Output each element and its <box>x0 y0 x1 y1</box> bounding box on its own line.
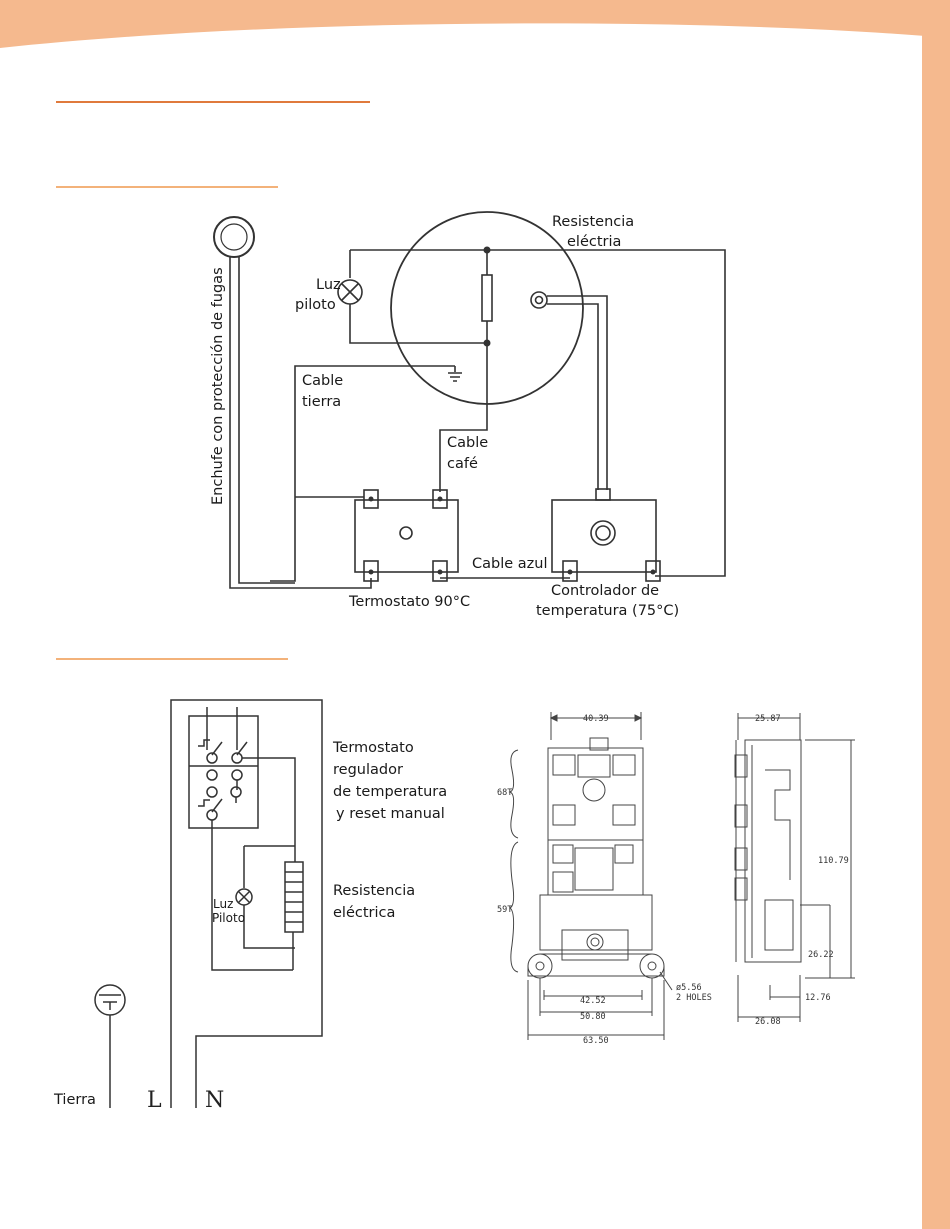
wiring-diagram-2: Termostato regulador de temperatura y re… <box>53 699 447 1113</box>
resistance-label-1: Resistencia <box>552 214 634 230</box>
pilot-light-label-1: Luz <box>316 277 341 293</box>
plug-label: Enchufe con protección de fugas <box>210 267 226 505</box>
plug-outlet-icon <box>213 216 255 258</box>
dim-width-holes: 42.52 <box>580 996 606 1006</box>
brown-cable-label-2: café <box>447 456 478 472</box>
dim-height-total: 110.79 <box>818 856 849 866</box>
dim-lower-section: 59T <box>497 905 512 915</box>
thermostat-label-1: Termostato <box>332 740 414 756</box>
pilot-label-2: Piloto <box>212 911 245 925</box>
resistance-label-2: eléctria <box>567 234 621 250</box>
thermostat-90-box <box>354 499 459 573</box>
thermostat-label-3: de temperatura <box>333 784 447 800</box>
pilot-label-1: Luz <box>213 897 233 911</box>
controller-label-2: temperatura (75°C) <box>536 603 679 619</box>
controller-label-1: Controlador de <box>551 583 659 599</box>
dim-side-bottom-small: 12.76 <box>805 993 831 1003</box>
thermostat-label-4: y reset manual <box>336 806 445 822</box>
thermostat-dimension-drawing: 40.39 68T 59T 42.52 50.80 63.50 ø5.56 2 … <box>497 712 855 1046</box>
dim-side-bottom: 26.08 <box>755 1017 781 1027</box>
thermostat-90-label: Termostato 90°C <box>348 594 470 610</box>
section-rule-2 <box>56 658 288 660</box>
dim-hole-2: 2 HOLES <box>676 993 712 1003</box>
dim-height-lower: 26.22 <box>808 950 834 960</box>
header-banner <box>0 0 950 48</box>
wiring-diagram-1: Enchufe con protección de fugas Resisten… <box>210 211 726 619</box>
plug-cable <box>229 257 270 589</box>
dim-hole-1: ø5.56 <box>676 983 702 993</box>
front-view-body <box>547 747 644 841</box>
blue-cable-label: Cable azul <box>472 556 548 572</box>
resistance-coil <box>284 861 304 933</box>
dim-width-mid: 50.80 <box>580 1012 606 1022</box>
right-side-bar <box>922 30 950 1229</box>
thermostat-reset-box <box>188 715 259 829</box>
resistance-label-1: Resistencia <box>333 883 415 899</box>
pilot-light-label-2: piloto <box>295 297 336 313</box>
dim-side-top: 25.87 <box>755 714 781 724</box>
ground-cable-label-1: Cable <box>302 373 343 389</box>
resistance-element <box>481 274 493 322</box>
brown-cable-label-1: Cable <box>447 435 488 451</box>
dim-width-total: 63.50 <box>583 1036 609 1046</box>
banner-shape <box>0 0 950 48</box>
resistance-label-2: eléctrica <box>333 905 395 921</box>
dim-upper-section: 68T <box>497 788 512 798</box>
title-rule <box>56 101 370 103</box>
ground-cable-label-2: tierra <box>302 394 341 410</box>
line-label: L <box>147 1088 162 1113</box>
dim-width-top: 40.39 <box>583 714 609 724</box>
neutral-label: N <box>205 1088 224 1113</box>
ground-label: Tierra <box>53 1092 96 1108</box>
side-view-body <box>744 739 802 963</box>
sensor-probe-icon <box>530 291 548 309</box>
temperature-controller-box <box>551 499 657 573</box>
section-rule-1 <box>56 186 278 188</box>
thermostat-label-2: regulador <box>333 762 403 778</box>
ground-symbol-icon <box>94 984 126 1016</box>
